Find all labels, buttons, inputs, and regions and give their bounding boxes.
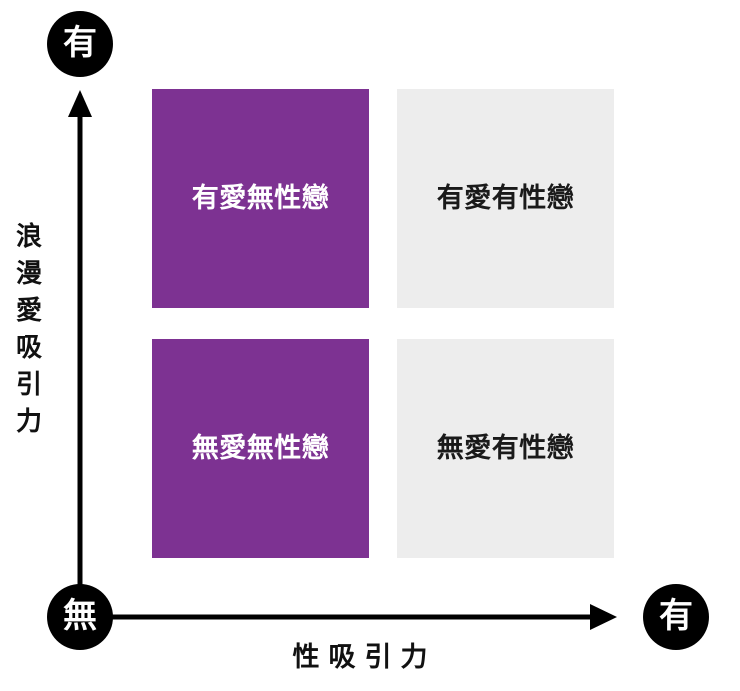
quadrant-top-left-label: 有愛無性戀 — [191, 183, 330, 213]
x-axis-high-badge-label: 有 — [659, 597, 693, 635]
quadrant-top-right-label: 有愛有性戀 — [436, 183, 575, 213]
quadrant-bottom-left-label: 無愛無性戀 — [191, 433, 330, 463]
x-axis-title: 性吸引力 — [292, 642, 437, 672]
quadrant-bottom-right-label: 無愛有性戀 — [436, 433, 575, 463]
y-axis-arrowhead — [68, 90, 92, 117]
y-axis-high-badge: 有 — [47, 11, 113, 77]
quadrant-bottom-left: 無愛無性戀 — [152, 339, 369, 558]
y-axis-high-badge-label: 有 — [63, 24, 97, 62]
quadrant-top-left: 有愛無性戀 — [152, 89, 369, 308]
quadrant-top-right: 有愛有性戀 — [397, 89, 614, 308]
y-axis-title: 浪漫愛吸引力 — [15, 221, 42, 436]
quadrant-bottom-right: 無愛有性戀 — [397, 339, 614, 558]
axis-origin-badge: 無 — [47, 584, 113, 650]
x-axis-high-badge: 有 — [643, 584, 709, 650]
axis-origin-badge-label: 無 — [63, 597, 97, 635]
x-axis-arrowhead — [590, 604, 617, 630]
